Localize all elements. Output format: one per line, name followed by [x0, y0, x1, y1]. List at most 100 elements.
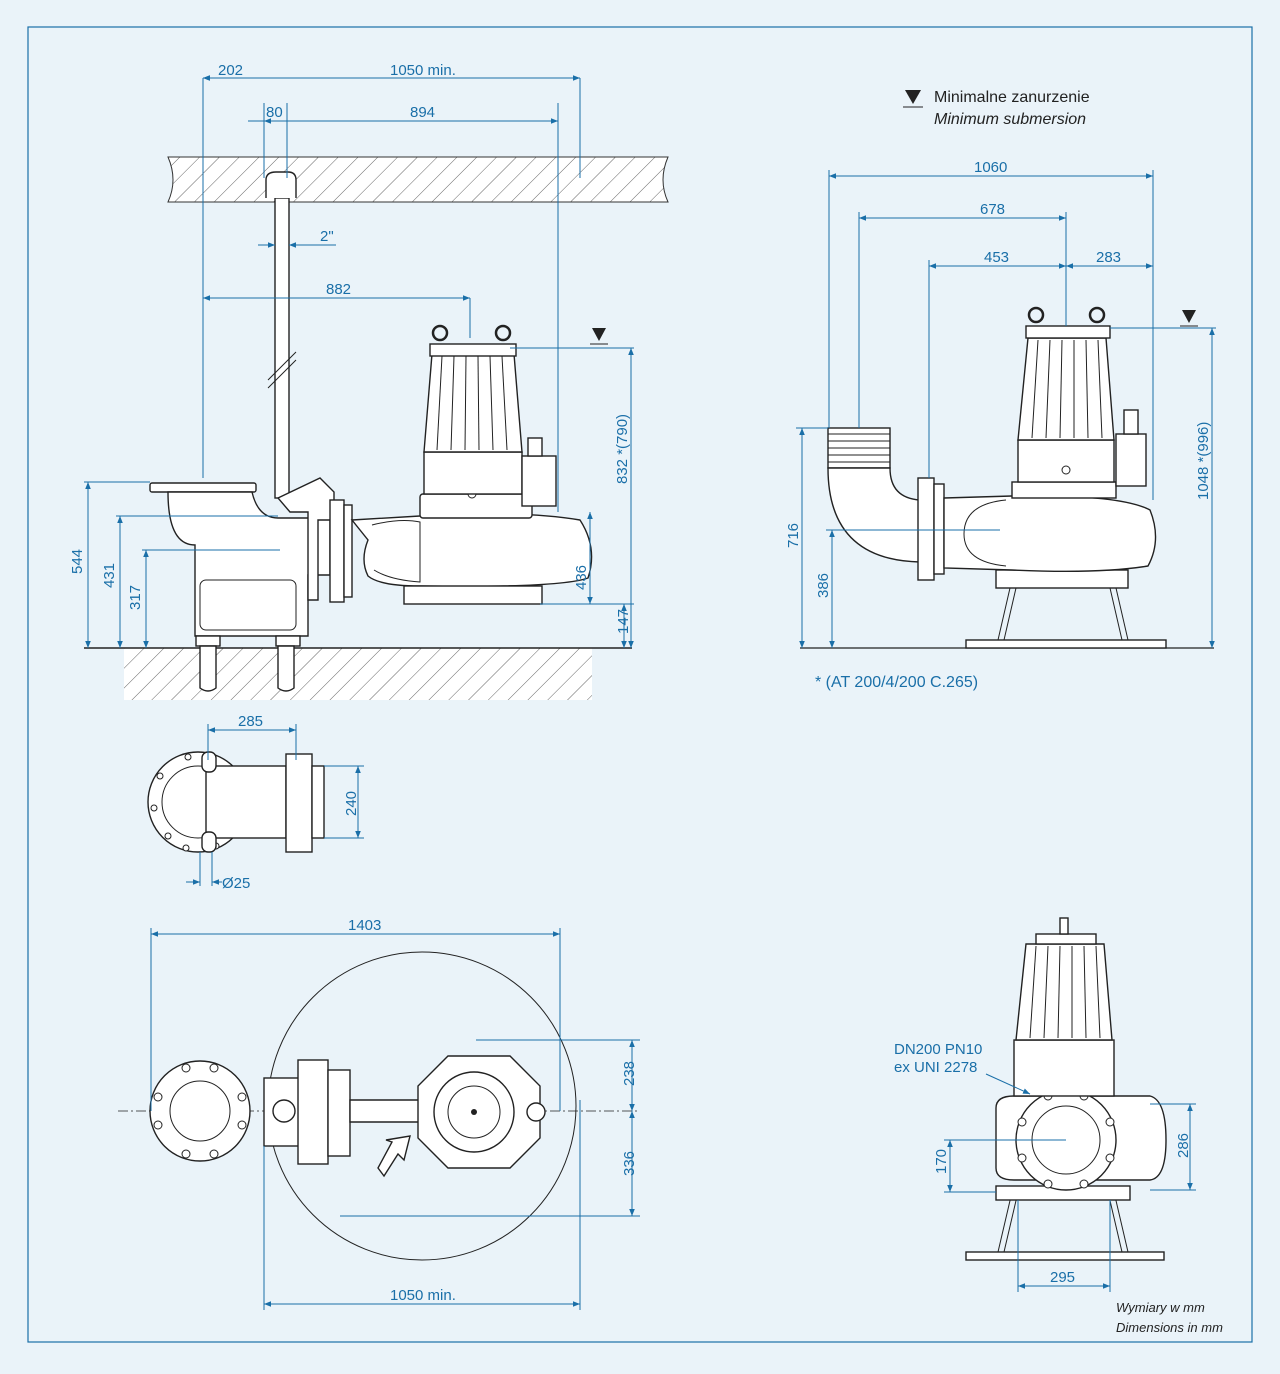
front-discharge-rib-lines — [828, 433, 890, 463]
dim-diameter-25: Ø25 — [222, 875, 250, 892]
submersion-marker-icon — [592, 328, 606, 341]
flange-view-lifting-eye — [1059, 917, 1069, 935]
front-cable-gland — [1123, 409, 1139, 435]
plan-coupling — [327, 1069, 351, 1157]
dim-238: 238 — [621, 1061, 638, 1086]
front-lifting-eye-left — [1027, 306, 1045, 324]
foot-view-dimensions: 285 240 Ø25 — [186, 713, 364, 892]
front-motor-cap — [1025, 325, 1111, 339]
dim-170: 170 — [933, 1149, 950, 1174]
motor-fins — [436, 355, 508, 451]
plan-flange-bolts — [153, 1063, 247, 1159]
foot-plan-view: 285 240 Ø25 — [147, 713, 364, 892]
dim-285: 285 — [238, 713, 263, 730]
dim-317: 317 — [127, 585, 144, 610]
foot-flange-side — [285, 753, 313, 853]
flange-view-dimensions: 170 286 295 — [933, 1103, 1196, 1292]
flange-view-motor-ring — [1013, 1039, 1115, 1097]
legend-submersion-pl: Minimalne zanurzenie — [934, 89, 1090, 106]
flange-label-line1: DN200 PN10 — [894, 1041, 982, 1058]
dim-295: 295 — [1050, 1269, 1075, 1286]
front-volute-inner — [963, 499, 1007, 567]
dim-1048: 1048 *(996) — [1195, 422, 1212, 500]
motor-lower-ring — [423, 451, 523, 495]
pump-bottom — [403, 585, 543, 605]
dim-286: 286 — [1175, 1133, 1192, 1158]
front-flange-2 — [933, 483, 945, 575]
front-bearing — [1011, 481, 1117, 499]
flange-view-base-plate — [965, 1251, 1165, 1261]
dim-716: 716 — [785, 523, 802, 548]
flange-view-motor-cap — [1035, 933, 1097, 945]
guide-pipe — [274, 197, 290, 499]
dim-544: 544 — [69, 549, 86, 574]
plan-view: 1403 238 336 1050 min. — [118, 917, 640, 1310]
legend: Minimalne zanurzenie Minimum submersion — [903, 89, 1090, 128]
pipe-break-mark — [267, 351, 297, 381]
flange-view-stand — [997, 1191, 1129, 1253]
legend-submersion-en: Minimum submersion — [934, 111, 1086, 128]
flange-front-view: DN200 PN10 ex UNI 2278 170 286 295 — [894, 917, 1196, 1292]
dim-1050-min-plan: 1050 min. — [390, 1287, 456, 1304]
side-view: 202 1050 min. 80 894 2" 882 832 *(790) 5… — [69, 62, 669, 700]
front-flange — [917, 477, 935, 581]
ceiling-slab — [167, 156, 669, 203]
front-stand — [997, 587, 1129, 641]
legend-submersion-icon — [905, 90, 921, 104]
front-view-dimensions: 1060 678 453 283 1048 *(996) 716 386 — [785, 159, 1216, 648]
pump-discharge-flange-2 — [343, 504, 353, 598]
front-discharge-bend — [827, 467, 921, 563]
pump-discharge-flange — [329, 499, 345, 603]
motor-top-cap — [429, 343, 517, 357]
foot-lug-top — [201, 751, 217, 773]
cable-box — [521, 455, 557, 507]
dim-882: 882 — [326, 281, 351, 298]
drawing-frame — [27, 26, 1253, 1343]
pump-volute — [350, 513, 593, 588]
units-note-en: Dimensions in mm — [1116, 1320, 1223, 1335]
dim-436: 436 — [573, 565, 590, 590]
plan-pump-neck — [349, 1099, 421, 1123]
guide-pipe-bend — [265, 171, 297, 198]
dim-1403: 1403 — [348, 917, 381, 934]
foot-bolt-holes — [150, 753, 220, 852]
front-motor-ring — [1017, 439, 1115, 483]
foot-body — [205, 765, 287, 839]
coupling-claw — [276, 477, 335, 601]
plan-outlet-bore — [169, 1080, 231, 1142]
dim-202: 202 — [218, 62, 243, 79]
front-volute — [943, 495, 1157, 573]
base-top-flange — [149, 482, 257, 493]
plan-outlet-flange — [149, 1060, 251, 1162]
plan-base-flange — [297, 1059, 329, 1165]
lifting-eye-right — [494, 324, 512, 342]
plan-motor-cap — [447, 1085, 501, 1139]
plan-shaft — [471, 1109, 477, 1115]
anchor-bolt-right — [277, 645, 295, 692]
front-view: 1060 678 453 283 1048 *(996) 716 386 — [785, 159, 1216, 649]
lifting-eye-left — [431, 324, 449, 342]
base-foot-right — [275, 635, 301, 647]
footnote: * (AT 200/4/200 C.265) — [815, 674, 978, 691]
plan-guide-pipe — [272, 1099, 296, 1123]
pipe-break-mark-2 — [267, 359, 297, 389]
front-bearing-bolt — [1061, 465, 1071, 475]
front-motor-fins — [1031, 339, 1103, 439]
front-lifting-eye-right — [1088, 306, 1106, 324]
front-submersion-marker-icon — [1182, 310, 1196, 323]
plan-cable-gland — [526, 1102, 546, 1122]
front-pump-bottom — [995, 569, 1129, 589]
dim-832: 832 *(790) — [614, 414, 631, 484]
dim-2-inch: 2" — [320, 228, 334, 245]
base-plate-label — [199, 579, 297, 631]
dim-678: 678 — [980, 201, 1005, 218]
pump-volute-inner — [371, 520, 421, 583]
dim-431: 431 — [101, 563, 118, 588]
dim-1050-min: 1050 min. — [390, 62, 456, 79]
dim-1060: 1060 — [974, 159, 1007, 176]
dim-283: 283 — [1096, 249, 1121, 266]
dim-80: 80 — [266, 104, 283, 121]
dim-894: 894 — [410, 104, 435, 121]
anchor-bolt-left — [199, 645, 217, 692]
